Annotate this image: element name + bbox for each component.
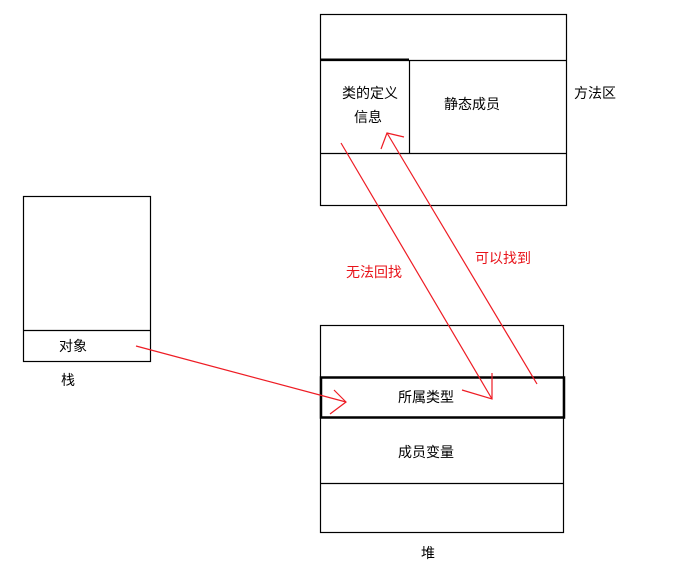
- stack-label: 栈: [61, 373, 75, 389]
- cannot-find-back-label: 无法回找: [346, 265, 402, 281]
- method-area-box: [319, 13, 568, 207]
- class-info-text-2: 信息: [354, 109, 382, 126]
- arrow-stack-to-heap: [135, 345, 347, 415]
- stack-object-text: 对象: [59, 339, 87, 355]
- static-members-text: 静态成员: [444, 97, 500, 113]
- arrow-cannot-find-back: [340, 142, 493, 400]
- heap-box: [319, 324, 566, 534]
- member-vars-text: 成员变量: [398, 445, 454, 461]
- heap-label: 堆: [421, 546, 435, 562]
- class-info-text-1: 类的定义: [342, 86, 398, 102]
- owning-type-text: 所属类型: [398, 390, 454, 406]
- arrow-can-find: [380, 132, 538, 385]
- stack-box: [22, 195, 152, 363]
- method-area-label: 方法区: [574, 86, 616, 102]
- can-find-label: 可以找到: [475, 251, 531, 267]
